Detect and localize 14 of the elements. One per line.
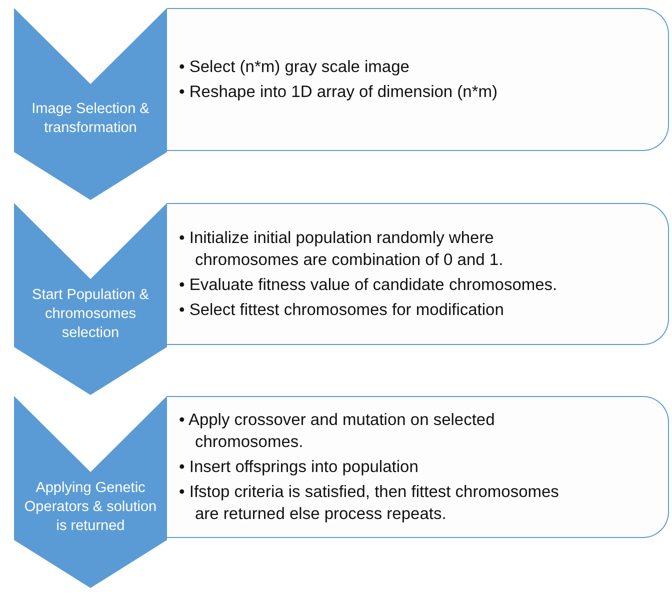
bullet-item: • Ifstop criteria is satisfied, then fittest chromosomes are returned else process repeats. (179, 482, 560, 525)
description-box (167, 8, 669, 151)
bullet-item: • Insert offsprings into population (179, 457, 420, 478)
step-title: Applying Genetic Operators & solution is returned (23, 478, 158, 536)
bullet-item: • Initialize initial population randomly where chromosomes are combination of 0 and 1. (179, 228, 504, 271)
bullet-item: • Select (n*m) gray scale image (179, 57, 410, 78)
bullet-item: • Apply crossover and mutation on selected chromosomes. (179, 410, 496, 453)
step-title: Image Selection & transformation (30, 100, 150, 138)
bullet-item: • Select fittest chromosomes for modification (179, 300, 505, 321)
description-box (167, 203, 669, 345)
description-box (167, 396, 669, 538)
step-title: Start Population & chromosomes selection (31, 286, 150, 342)
bullet-item: • Reshape into 1D array of dimension (n*m) (179, 82, 499, 103)
bullet-item: • Evaluate fitness value of candidate chromosomes. (179, 275, 558, 296)
